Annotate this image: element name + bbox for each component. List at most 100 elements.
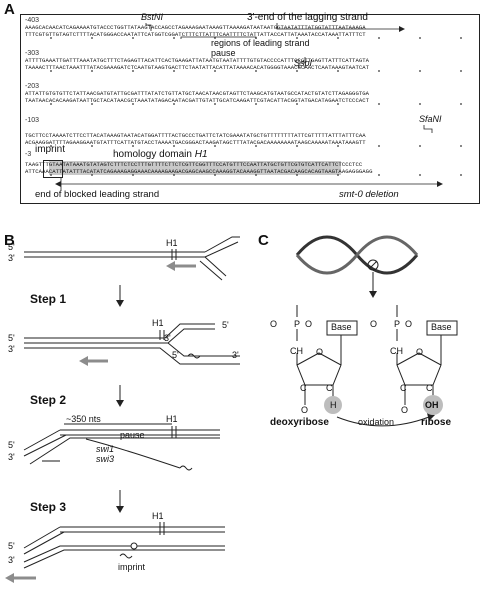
tick-dot: [255, 174, 257, 176]
c-ch2-right: CH: [390, 346, 403, 356]
b-3prime-1a: 3': [164, 333, 171, 343]
sspi-marker: [298, 57, 306, 68]
b-5prime-3: 5': [8, 541, 15, 551]
seq-row-1-bottom: TTTCGTGTTGTAGTCTTTTACATGGGACCAATATTCATGG…: [25, 31, 366, 38]
tick-dot: [50, 70, 52, 72]
tick-dot: [132, 174, 134, 176]
homology-highlight: [49, 161, 341, 175]
tick-dot: [460, 70, 462, 72]
c-h-left: H: [330, 400, 337, 410]
b-h1-2: H1: [166, 414, 178, 424]
bstni-label: BstNI: [141, 12, 164, 22]
leading-pause-label: regions of leading strand pause: [211, 38, 321, 58]
seq-row-2-top: ATTTTGAAATTGATTTAAATATGCTTTCTAGAGTTACATT…: [25, 57, 370, 64]
step1-top-strand2: [24, 328, 215, 344]
fork0-upper-arm: [204, 236, 240, 253]
step1-lower: [167, 342, 240, 357]
tick-dot: [50, 145, 52, 147]
step3-bottom2: [23, 549, 225, 569]
homology-h1: H1: [194, 149, 208, 160]
homology-text: homology domain: [113, 149, 195, 160]
tick-dot: [337, 70, 339, 72]
tick-dot: [419, 145, 421, 147]
tick-dot: [255, 145, 257, 147]
c-o-right: O: [370, 319, 378, 329]
left-ring: [296, 352, 342, 386]
tick-dot: [132, 103, 134, 105]
c-ominus-right: O: [405, 319, 413, 329]
tick-dot: [460, 103, 462, 105]
tick-dot: [214, 103, 216, 105]
step1-grey-head: [79, 356, 88, 366]
blocked-leading-label: end of blocked leading strand: [35, 189, 160, 200]
tick-dot: [173, 145, 175, 147]
step2-arrowhead: [116, 400, 124, 407]
nts-label: ~350 nts: [66, 414, 101, 424]
tick-dot: [173, 70, 175, 72]
oxidation-arrow: [336, 416, 430, 427]
leading-pause-text: regions of leading strand pause: [211, 38, 310, 58]
tick-dot: [378, 174, 380, 176]
tick-dot: [50, 103, 52, 105]
ribose-label: ribose: [421, 417, 452, 428]
tick-dot: [173, 37, 175, 39]
step2-label: Step 2: [30, 393, 67, 407]
pause-bracket: [180, 36, 257, 39]
b-3prime-0: 3': [8, 253, 15, 263]
tick-dot: [460, 145, 462, 147]
deletion-left-head: [55, 181, 61, 187]
tick-dot: [91, 37, 93, 39]
coord-203: -203: [25, 83, 40, 90]
panel-a-annotations: [50, 23, 462, 191]
tick-dot: [255, 37, 257, 39]
c-ch2-left: CH: [290, 346, 303, 356]
b-imprint-label: imprint: [118, 562, 146, 572]
fork0-upper-arm2: [204, 241, 239, 258]
tick-dot: [91, 174, 93, 176]
step1-lower2: [24, 347, 240, 365]
c-c-left-b: C: [326, 383, 333, 393]
coord-403: -403: [25, 17, 40, 24]
deletion-label: smt-0 deletion: [339, 189, 399, 200]
step3-label: Step 3: [30, 500, 67, 514]
c-oh-right: OH: [425, 400, 439, 410]
b-3prime-1b: 3': [232, 350, 239, 360]
tick-dot: [337, 145, 339, 147]
right-ring: [396, 352, 442, 386]
tick-dot: [296, 145, 298, 147]
b-h1-1: H1: [152, 318, 164, 328]
b-3prime-1: 3': [8, 344, 15, 354]
lagging-end-arrow: [276, 23, 399, 30]
tick-dot: [296, 37, 298, 39]
b-h1-3: H1: [152, 511, 164, 521]
tick-dot: [378, 37, 380, 39]
step1-break-squiggle: [187, 353, 201, 359]
tick-dot: [50, 37, 52, 39]
step1-top-strand: [24, 323, 215, 339]
b-3prime-3: 3': [8, 555, 15, 565]
coord-303: -303: [25, 50, 40, 57]
b-5prime-1a: 5': [222, 320, 229, 330]
step2-bottom: [29, 437, 220, 465]
oh-highlight: [423, 395, 443, 415]
step2-nick-squiggle: [179, 465, 193, 471]
sequence-panel: -403 AAAGCACAACATCAGAAAATGTACCCTGGTTATAA…: [20, 12, 480, 204]
helix-lesion-slash: [368, 260, 378, 270]
seq-row-3-bottom: TAATAACACACAAGATAATTGCTACATAACGCTAAATATA…: [25, 97, 370, 104]
tick-dot: [132, 37, 134, 39]
step2-left-arm2: [23, 434, 67, 457]
tick-dot: [91, 70, 93, 72]
helix-arrowhead: [369, 291, 377, 298]
tick-dot: [50, 174, 52, 176]
fork0-lower-arm: [204, 256, 227, 277]
right-base-box: [426, 320, 458, 336]
c-ominus-left: O: [305, 319, 313, 329]
fork0-grey-head: [166, 261, 175, 271]
lagging-end-label: 3'-end of the lagging strand: [247, 12, 368, 23]
tick-dot: [296, 70, 298, 72]
imprint-circle: [130, 542, 138, 550]
panel-c-label: C: [258, 232, 269, 249]
tick-dot: [337, 103, 339, 105]
tick-dot: [214, 37, 216, 39]
sfani-label: SfaNI: [419, 114, 442, 124]
